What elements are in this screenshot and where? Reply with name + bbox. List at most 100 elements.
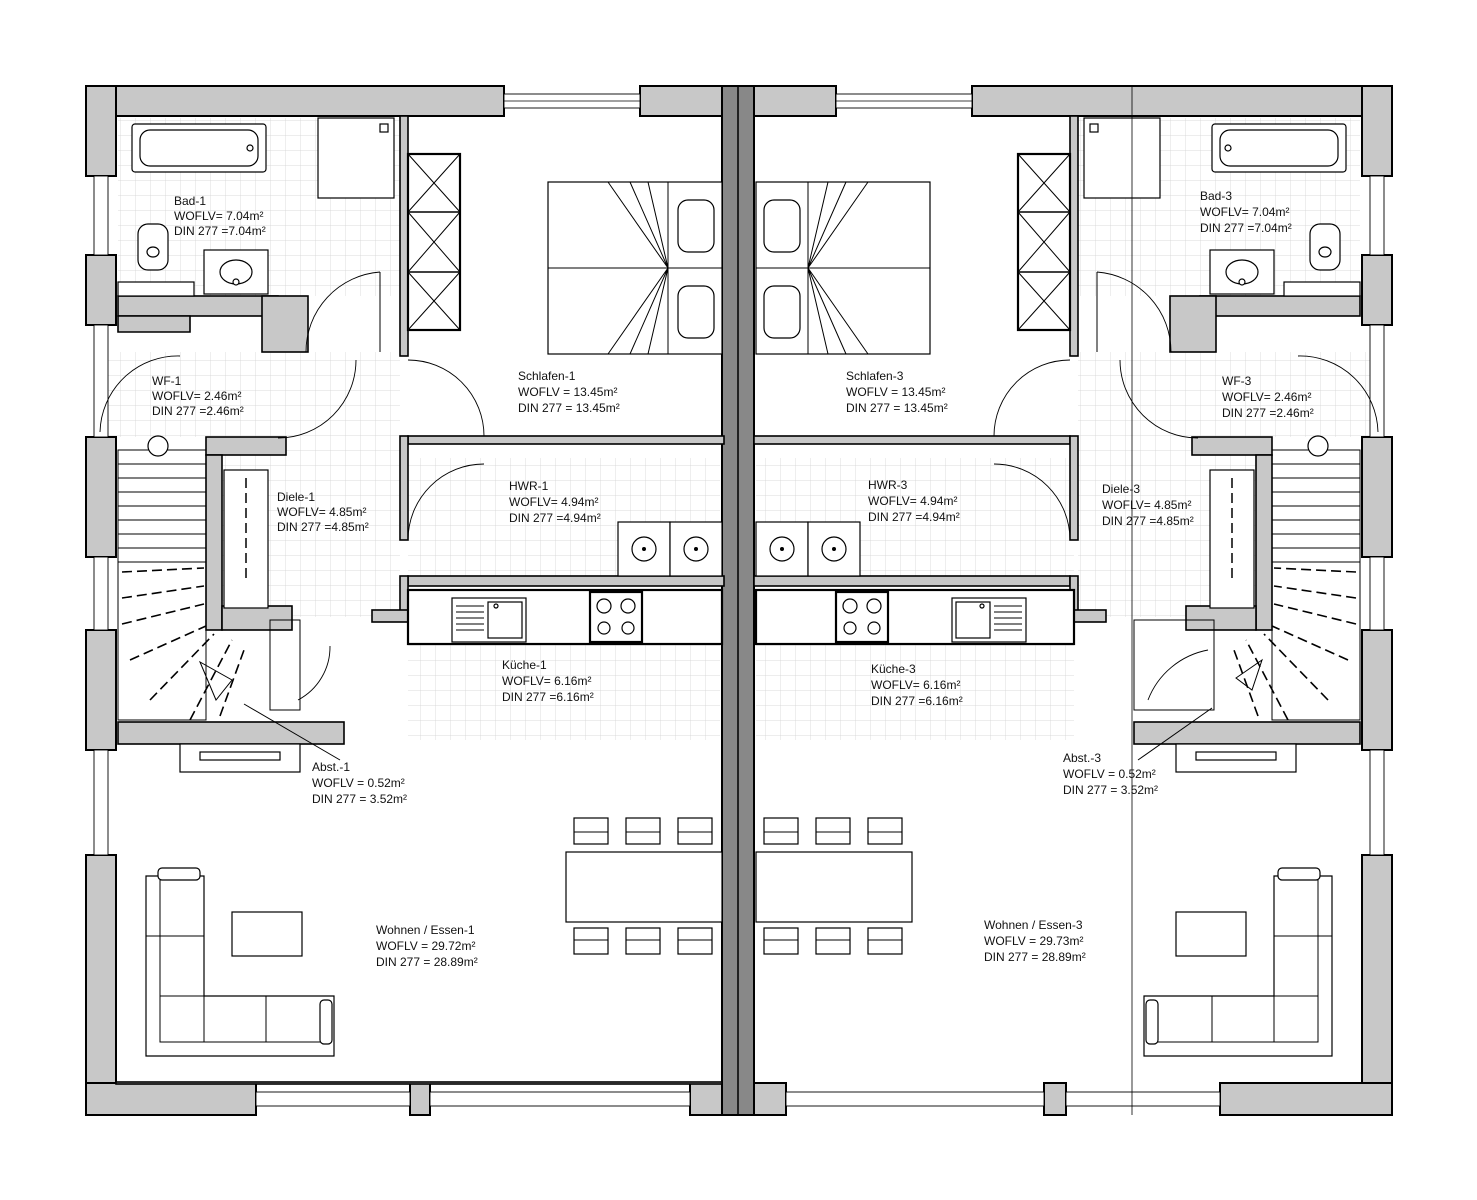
svg-text:Wohnen / Essen-1: Wohnen / Essen-1 <box>376 923 475 937</box>
table-icon <box>1175 911 1247 957</box>
svg-text:WOFLV = 13.45m²: WOFLV = 13.45m² <box>846 385 945 399</box>
door-icon <box>1119 359 1199 439</box>
room-label-hwr-3: HWR-3 WOFLV= 4.94m² DIN 277 =4.94m² <box>868 478 960 524</box>
stove-icon <box>834 590 890 644</box>
bathtub-icon <box>131 123 267 173</box>
bedroom-left <box>406 152 723 355</box>
svg-text:Bad-1: Bad-1 <box>174 194 206 208</box>
svg-text:WF-3: WF-3 <box>1222 374 1252 388</box>
room-label-abst-1: Abst.-1 WOFLV = 0.52m² DIN 277 = 3.52m² <box>312 760 407 806</box>
chair-icon <box>763 817 903 955</box>
svg-text:DIN 277 =4.85m²: DIN 277 =4.85m² <box>277 520 369 534</box>
outer-walls <box>85 85 1393 1116</box>
doors <box>99 271 1379 711</box>
room-label-kueche-1: Küche-1 WOFLV= 6.16m² DIN 277 =6.16m² <box>502 658 594 704</box>
table-icon <box>565 851 723 923</box>
window-icon <box>1369 175 1385 256</box>
washer-icon <box>617 521 671 577</box>
svg-text:WOFLV= 4.94m²: WOFLV= 4.94m² <box>509 495 598 509</box>
door-icon <box>99 355 181 433</box>
bathtub-icon <box>1211 123 1347 173</box>
room-label-abst-3: Abst.-3 WOFLV = 0.52m² DIN 277 = 3.52m² <box>1063 751 1158 797</box>
svg-text:Diele-1: Diele-1 <box>277 490 315 504</box>
room-label-wohnen-3: Wohnen / Essen-3 WOFLV = 29.73m² DIN 277… <box>984 918 1086 964</box>
window-icon <box>1369 556 1385 631</box>
sofa-icon <box>145 867 335 1057</box>
room-label-bad-3: Bad-3 WOFLV= 7.04m² DIN 277 =7.04m² <box>1200 189 1292 235</box>
kitchen-left <box>406 588 724 646</box>
svg-text:WOFLV= 6.16m²: WOFLV= 6.16m² <box>871 678 960 692</box>
room-label-diele-1: Diele-1 WOFLV= 4.85m² DIN 277 =4.85m² <box>277 490 369 534</box>
sink-icon <box>1209 249 1275 295</box>
svg-text:DIN 277 =7.04m²: DIN 277 =7.04m² <box>174 224 266 238</box>
room-label-wf-3: WF-3 WOFLV= 2.46m² DIN 277 =2.46m² <box>1222 374 1314 420</box>
svg-text:Schlafen-3: Schlafen-3 <box>846 369 904 383</box>
wardrobe-icon <box>406 152 462 332</box>
window-icon <box>93 175 109 256</box>
table-icon <box>231 911 303 957</box>
bed-icon <box>755 181 931 355</box>
sink-icon <box>203 249 269 295</box>
svg-text:WOFLV= 6.16m²: WOFLV= 6.16m² <box>502 674 591 688</box>
svg-text:WOFLV= 2.46m²: WOFLV= 2.46m² <box>1222 390 1311 404</box>
svg-text:WF-1: WF-1 <box>152 374 182 388</box>
window-icon <box>93 556 109 631</box>
window-icon <box>1065 1091 1221 1107</box>
living-right <box>755 817 1333 1057</box>
window-icon <box>785 1091 1045 1107</box>
svg-text:WOFLV= 4.85m²: WOFLV= 4.85m² <box>1102 498 1191 512</box>
svg-text:Wohnen / Essen-3: Wohnen / Essen-3 <box>984 918 1083 932</box>
room-label-bad-1: Bad-1 WOFLV= 7.04m² DIN 277 =7.04m² <box>174 194 266 238</box>
wardrobe-icon <box>1016 152 1072 332</box>
radiator-icon <box>1195 751 1277 761</box>
sink-icon <box>451 597 527 643</box>
svg-text:DIN 277 = 3.52m²: DIN 277 = 3.52m² <box>312 792 407 806</box>
svg-text:DIN 277 = 28.89m²: DIN 277 = 28.89m² <box>984 950 1086 964</box>
door-icon <box>993 359 1071 437</box>
sink-icon <box>951 597 1027 643</box>
leader-line <box>1137 707 1213 761</box>
leader-line <box>243 703 341 761</box>
svg-text:Schlafen-1: Schlafen-1 <box>518 369 576 383</box>
door-icon <box>1096 271 1172 353</box>
bathroom-left <box>117 117 395 297</box>
room-label-hwr-1: HWR-1 WOFLV= 4.94m² DIN 277 =4.94m² <box>509 479 601 525</box>
door-icon <box>305 271 381 353</box>
stove-icon <box>588 590 644 644</box>
window-icon <box>255 1091 411 1107</box>
interior-walls-left <box>115 115 725 1085</box>
svg-text:DIN 277 =4.94m²: DIN 277 =4.94m² <box>509 511 601 525</box>
svg-text:DIN 277 = 13.45m²: DIN 277 = 13.45m² <box>846 401 948 415</box>
svg-text:WOFLV = 0.52m²: WOFLV = 0.52m² <box>312 776 405 790</box>
svg-text:DIN 277 = 13.45m²: DIN 277 = 13.45m² <box>518 401 620 415</box>
svg-text:WOFLV= 7.04m²: WOFLV= 7.04m² <box>1200 205 1289 219</box>
stair-icon <box>117 435 269 721</box>
utility-right <box>755 521 861 577</box>
svg-text:WOFLV = 29.73m²: WOFLV = 29.73m² <box>984 934 1083 948</box>
svg-text:WOFLV = 29.72m²: WOFLV = 29.72m² <box>376 939 475 953</box>
room-label-wf-1: WF-1 WOFLV= 2.46m² DIN 277 =2.46m² <box>152 374 244 418</box>
svg-text:Diele-3: Diele-3 <box>1102 482 1140 496</box>
svg-text:Küche-3: Küche-3 <box>871 662 916 676</box>
door-icon <box>407 463 485 541</box>
svg-text:WOFLV= 4.94m²: WOFLV= 4.94m² <box>868 494 957 508</box>
svg-text:WOFLV= 7.04m²: WOFLV= 7.04m² <box>174 209 263 223</box>
room-label-kueche-3: Küche-3 WOFLV= 6.16m² DIN 277 =6.16m² <box>871 662 963 708</box>
window-icon <box>93 749 109 856</box>
svg-text:WOFLV = 13.45m²: WOFLV = 13.45m² <box>518 385 617 399</box>
door-icon <box>1147 649 1209 701</box>
room-label-schlafen-1: Schlafen-1 WOFLV = 13.45m² DIN 277 = 13.… <box>518 369 620 415</box>
svg-text:WOFLV = 0.52m²: WOFLV = 0.52m² <box>1063 767 1156 781</box>
washer-icon <box>807 521 861 577</box>
bathroom-right <box>1083 117 1361 297</box>
svg-text:HWR-3: HWR-3 <box>868 478 908 492</box>
svg-text:Abst.-1: Abst.-1 <box>312 760 350 774</box>
door-icon <box>297 645 331 701</box>
stair-right <box>1209 435 1361 721</box>
table-icon <box>755 851 913 923</box>
door-icon <box>277 359 357 439</box>
tiled-floor-right <box>756 118 1378 740</box>
svg-text:WOFLV= 2.46m²: WOFLV= 2.46m² <box>152 389 241 403</box>
door-icon <box>1297 355 1379 433</box>
